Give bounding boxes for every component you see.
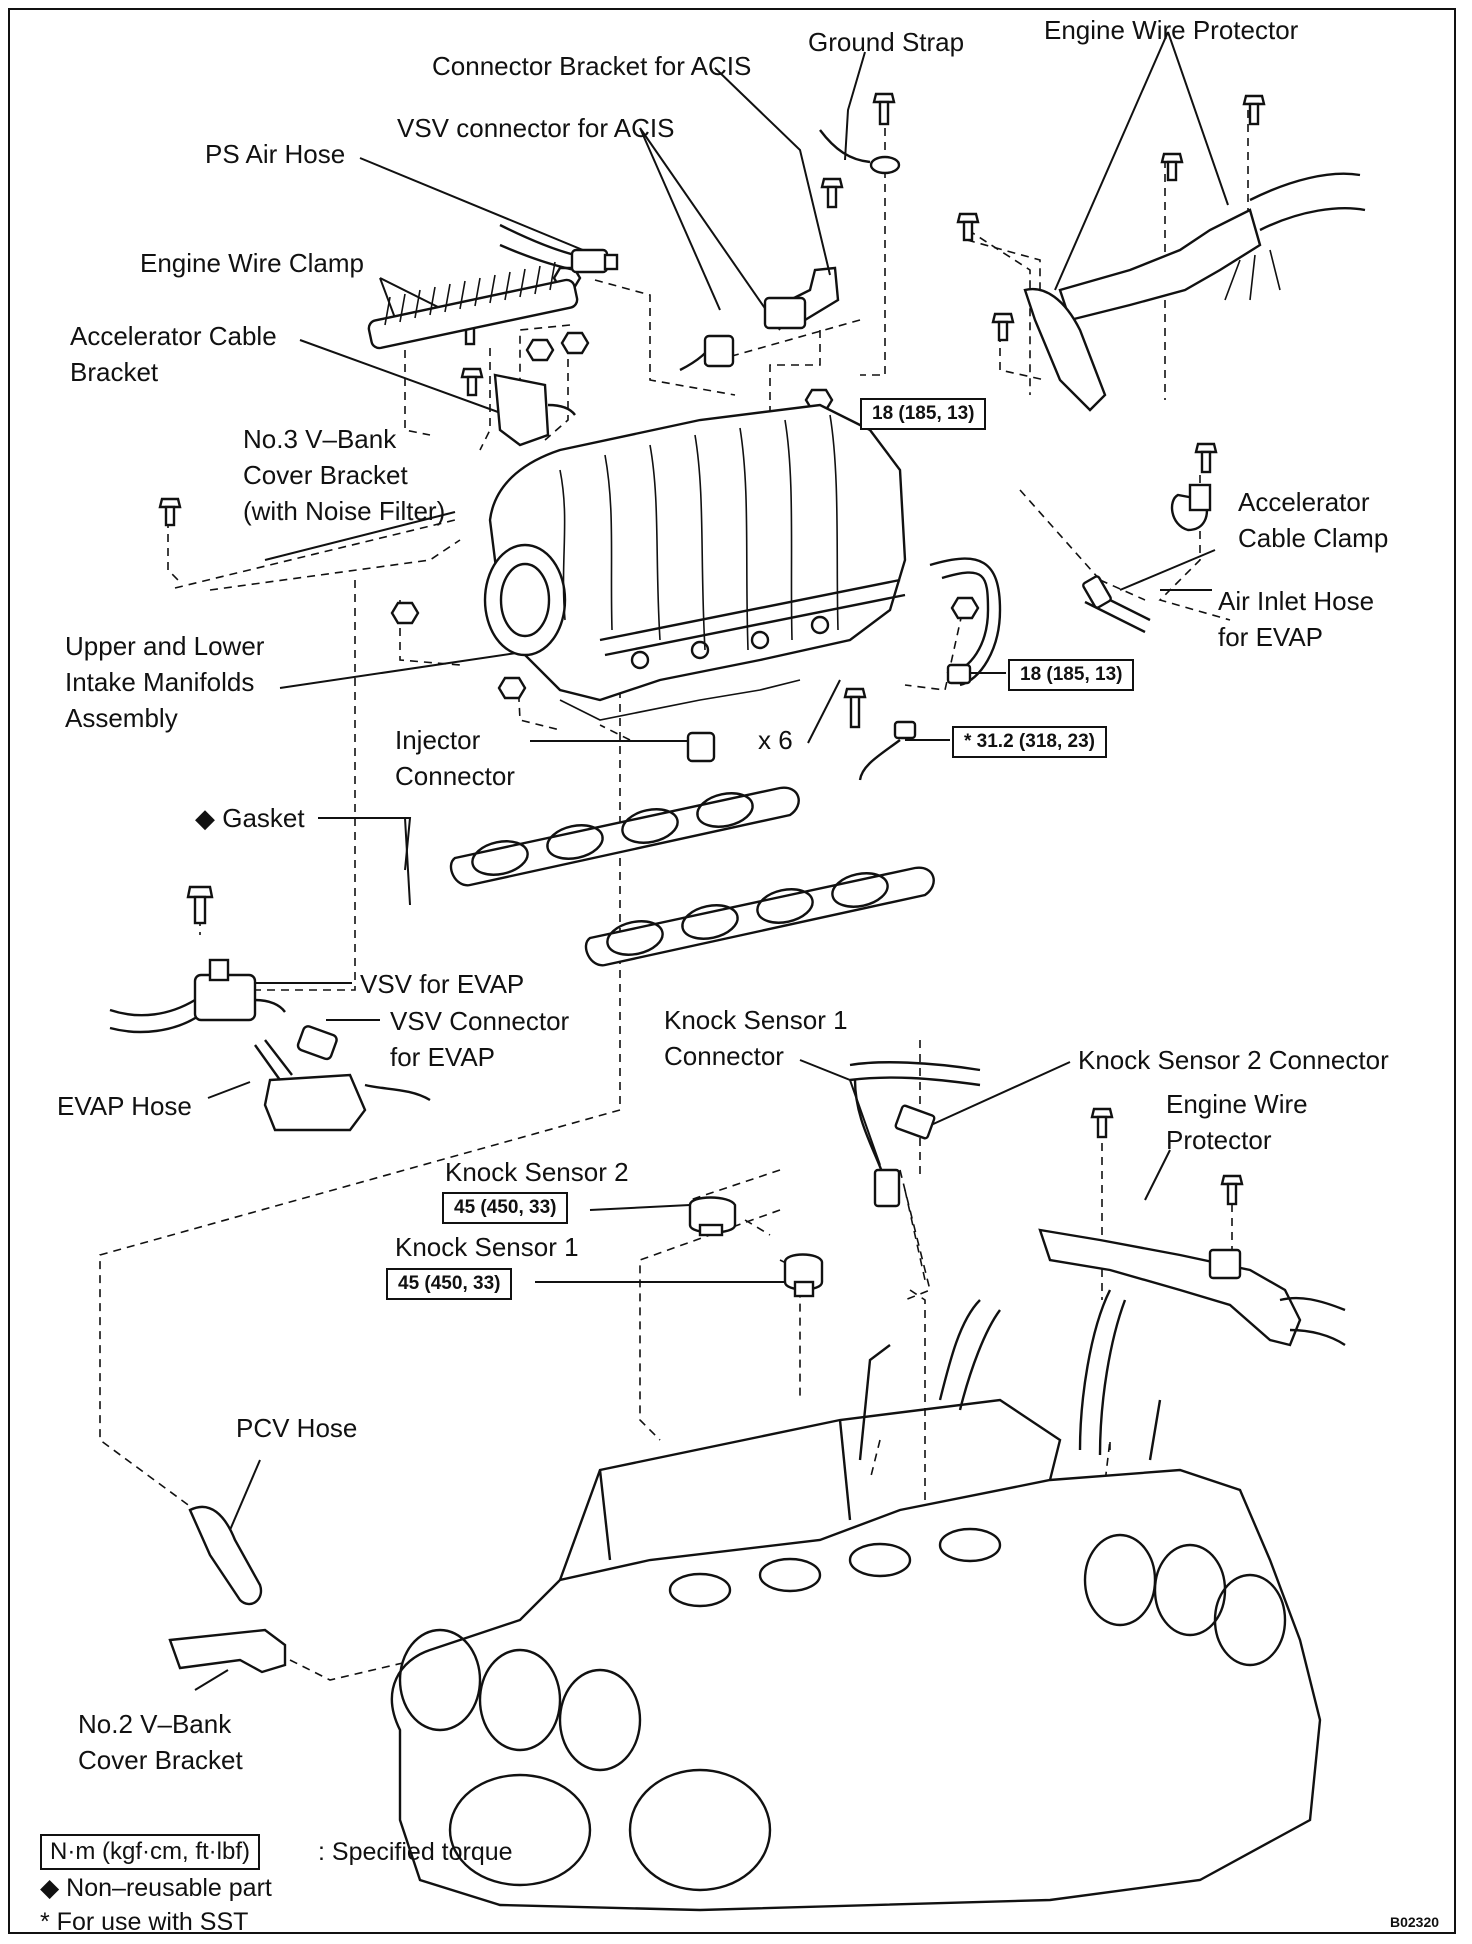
torque-spec-3: * 31.2 (318, 23) xyxy=(952,726,1107,758)
gaskets xyxy=(449,786,935,967)
torque-spec-2: 18 (185, 13) xyxy=(1008,659,1135,691)
label-ps-air-hose: PS Air Hose xyxy=(205,139,346,169)
label-injector-connector: Injector Connector xyxy=(395,725,515,791)
label-accelerator-cable-bracket: Accelerator Cable Bracket xyxy=(70,321,277,387)
diagram-frame xyxy=(8,8,1456,1934)
label-accelerator-cable-clamp: Accelerator Cable Clamp xyxy=(1238,487,1389,553)
label-evap-hose: EVAP Hose xyxy=(57,1091,192,1121)
label-engine-wire-protector-top: Engine Wire Protector xyxy=(1044,15,1299,45)
label-gasket: ◆ Gasket xyxy=(195,803,305,833)
label-no2-vbank-cover-bracket: No.2 V–Bank Cover Bracket xyxy=(78,1709,243,1775)
engine-block xyxy=(168,1289,1322,1912)
label-no3-vbank-cover-bracket: No.3 V–Bank Cover Bracket (with Noise Fi… xyxy=(243,424,446,526)
label-knock-sensor-1-connector: Knock Sensor 1 Connector xyxy=(664,1005,848,1071)
label-vsv-connector-evap: VSV Connector for EVAP xyxy=(390,1006,570,1072)
legend-sst: * For use with SST xyxy=(40,1908,249,1936)
label-intake-manifolds-assembly: Upper and Lower Intake Manifolds Assembl… xyxy=(65,631,265,733)
bolts xyxy=(158,92,1266,1206)
label-engine-wire-clamp: Engine Wire Clamp xyxy=(140,248,364,278)
torque-spec-4: 45 (450, 33) xyxy=(442,1192,569,1224)
label-vsv-evap: VSV for EVAP xyxy=(360,969,525,999)
label-knock-sensor-1: Knock Sensor 1 xyxy=(395,1232,579,1262)
figure-code: B02320 xyxy=(1390,1914,1440,1930)
leader-lines xyxy=(194,31,1229,1691)
label-vsv-connector-acis: VSV connector for ACIS xyxy=(397,113,675,143)
label-air-inlet-hose-evap: Air Inlet Hose for EVAP xyxy=(1218,586,1375,652)
label-x6: x 6 xyxy=(758,725,793,755)
torque-spec-5: 45 (450, 33) xyxy=(386,1268,513,1300)
label-knock-sensor-2: Knock Sensor 2 xyxy=(445,1157,629,1187)
label-ground-strap: Ground Strap xyxy=(808,27,965,57)
knock-sensor-group xyxy=(688,1061,1346,1347)
label-knock-sensor-2-connector: Knock Sensor 2 Connector xyxy=(1078,1045,1389,1075)
vsv-evap-group xyxy=(109,958,431,1132)
label-engine-wire-protector-bottom: Engine Wire Protector xyxy=(1166,1089,1308,1155)
label-pcv-hose: PCV Hose xyxy=(236,1413,358,1443)
label-connector-bracket-acis: Connector Bracket for ACIS xyxy=(432,51,752,81)
top-parts xyxy=(367,129,1366,634)
intake-manifold-assembly xyxy=(483,403,1002,781)
legend-torque-unit-box: N·m (kgf·cm, ft·lbf) xyxy=(40,1834,260,1870)
legend-torque-desc: : Specified torque xyxy=(318,1838,513,1866)
torque-spec-1: 18 (185, 13) xyxy=(860,398,987,430)
legend-non-reusable: ◆ Non–reusable part xyxy=(40,1874,272,1902)
